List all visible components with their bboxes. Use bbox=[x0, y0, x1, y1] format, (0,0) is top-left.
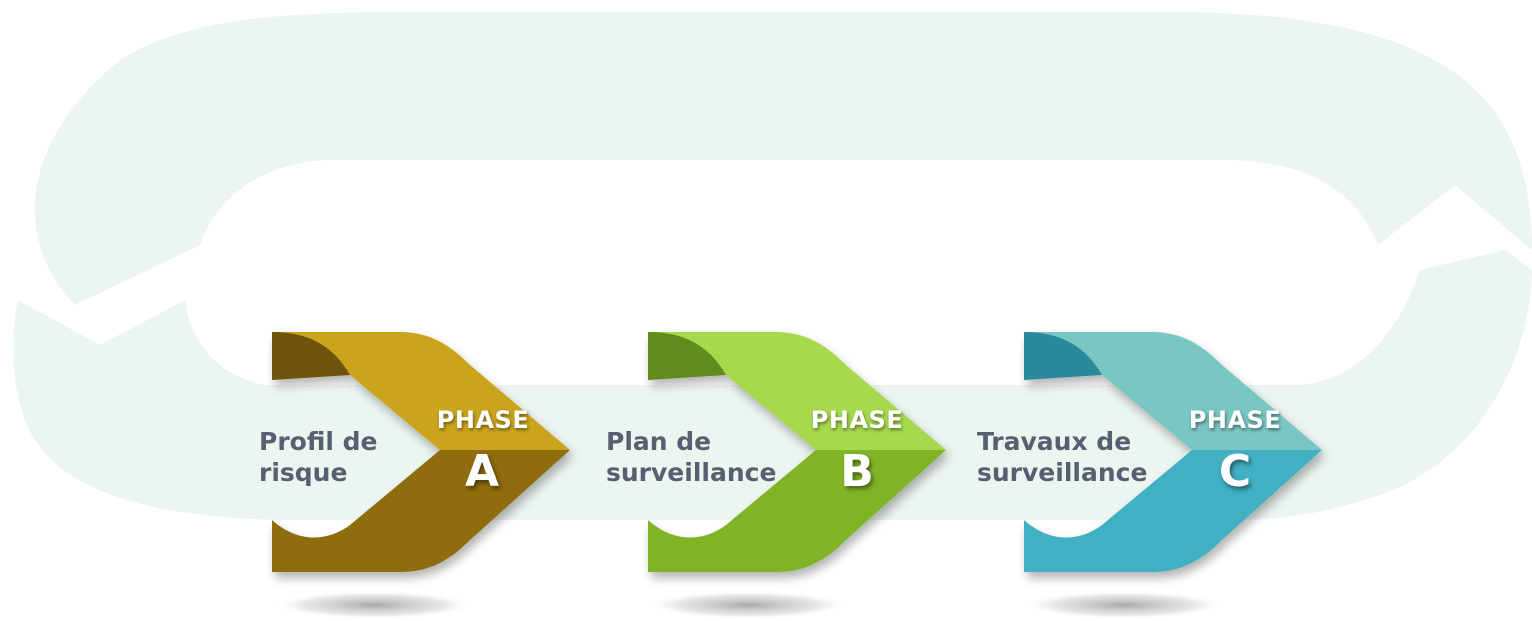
phase-a-description: Profil de risque bbox=[259, 426, 377, 488]
chevron-phase-c bbox=[1024, 332, 1322, 572]
chevron-a-fold bbox=[272, 332, 350, 380]
chevron-c-top-face bbox=[1024, 332, 1322, 450]
chevron-phase-b bbox=[648, 332, 946, 572]
phase-c-description: Travaux de surveillance bbox=[977, 426, 1147, 488]
chevron-a-bottom-face bbox=[272, 450, 570, 572]
ground-shadow-a bbox=[274, 591, 474, 619]
phase-c-word: PHASE bbox=[1188, 406, 1282, 434]
chevron-a-top-face bbox=[272, 332, 570, 450]
phase-c-letter: C bbox=[1218, 446, 1252, 497]
phase-b-letter: B bbox=[840, 446, 874, 497]
phase-b-label-line2: surveillance bbox=[606, 458, 777, 487]
phase-a-label-line1: Profil de bbox=[259, 427, 378, 456]
chevron-b-top-face bbox=[648, 332, 946, 450]
phase-b-word: PHASE bbox=[810, 406, 904, 434]
ground-shadow-b bbox=[648, 591, 848, 619]
phase-b-description: Plan de surveillance bbox=[606, 426, 776, 488]
ground-shadows bbox=[274, 591, 1224, 619]
ground-shadow-c bbox=[1024, 591, 1224, 619]
phase-c-label-line2: surveillance bbox=[977, 458, 1148, 487]
loop-top-arc bbox=[34, 12, 1532, 305]
chevron-c-fold bbox=[1024, 332, 1102, 380]
chevron-phase-a bbox=[272, 332, 570, 572]
phase-b-label-line1: Plan de bbox=[606, 427, 712, 456]
chevron-c-bottom-face bbox=[1024, 450, 1322, 572]
phase-c-label-line1: Travaux de bbox=[977, 427, 1132, 456]
chevron-b-fold bbox=[648, 332, 726, 380]
phase-a-word: PHASE bbox=[436, 406, 530, 434]
phase-a-letter: A bbox=[464, 446, 500, 497]
chevron-b-bottom-face bbox=[648, 450, 946, 572]
phase-a-label-line2: risque bbox=[259, 458, 348, 487]
